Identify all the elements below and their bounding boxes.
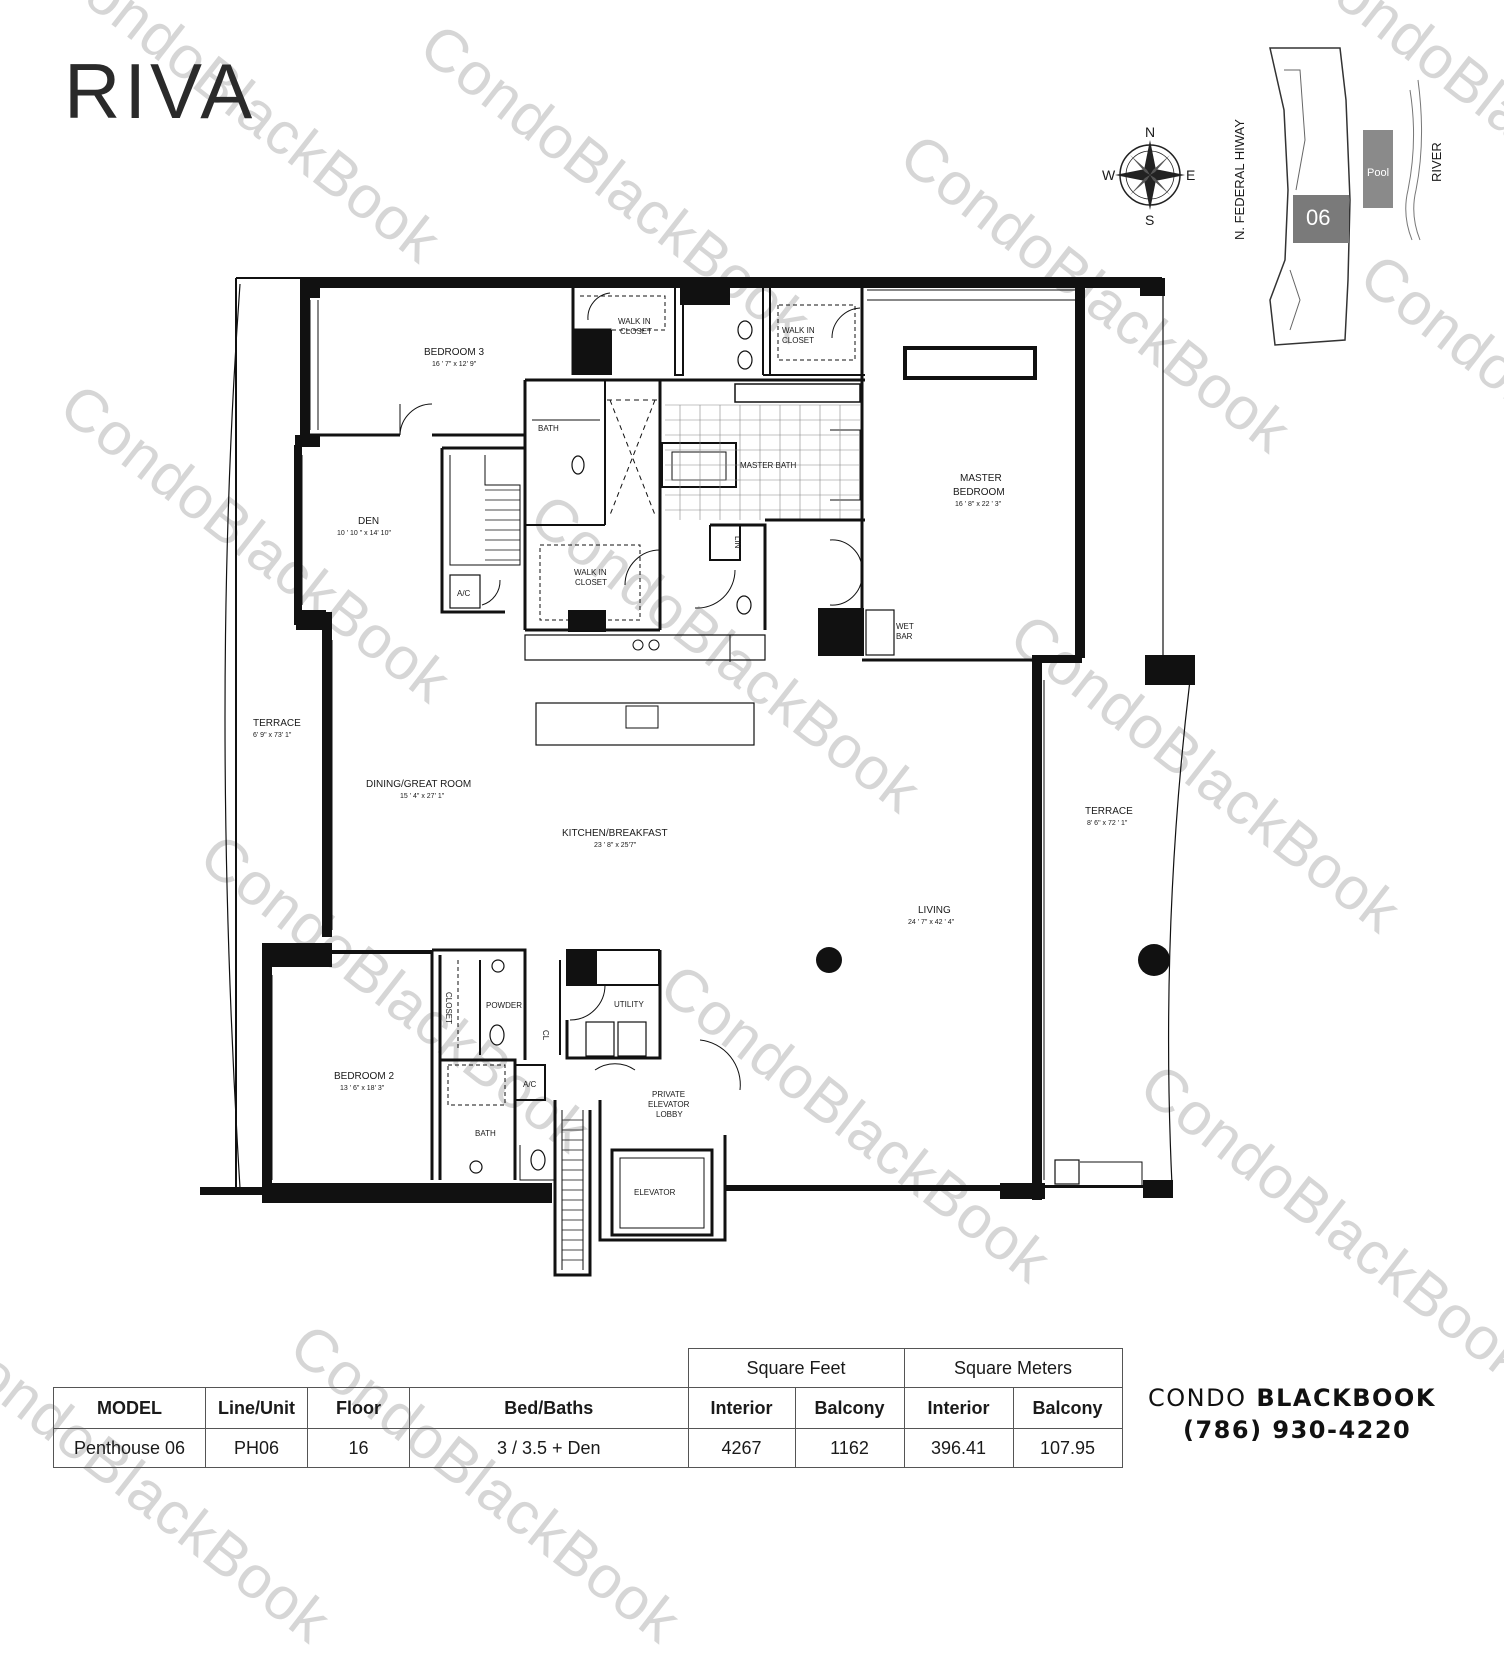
header-sqft-balcony: Balcony bbox=[794, 1387, 905, 1429]
header-sqm-interior: Interior bbox=[903, 1387, 1014, 1429]
lin-name: LIN bbox=[733, 536, 742, 549]
compass-w: W bbox=[1102, 167, 1116, 183]
lobby-name: PRIVATE bbox=[652, 1090, 685, 1099]
lobby-name2: ELEVATOR bbox=[648, 1100, 690, 1109]
pool-block bbox=[1363, 130, 1393, 208]
wetbar-name2: BAR bbox=[896, 632, 913, 641]
ac2-name: A/C bbox=[523, 1080, 537, 1089]
kitchen-name: KITCHEN/BREAKFAST bbox=[562, 828, 668, 839]
master-name2: BEDROOM bbox=[953, 487, 1005, 498]
walkin3-name: WALK IN bbox=[574, 568, 607, 577]
keyplan-pool: Pool bbox=[1367, 167, 1389, 179]
bath2-name: BATH bbox=[475, 1129, 496, 1138]
cl-name: CL bbox=[541, 1030, 550, 1041]
terrace-w-dims: 6' 9" x 73' 1" bbox=[253, 732, 292, 739]
cell-floor: 16 bbox=[307, 1428, 410, 1468]
cell-bed-baths: 3 / 3.5 + Den bbox=[409, 1428, 689, 1468]
bath3-name: BATH bbox=[538, 424, 559, 433]
bedroom2-name: BEDROOM 2 bbox=[334, 1071, 394, 1082]
master-dims: 16 ' 8" x 22 ' 3" bbox=[955, 501, 1002, 508]
riva-logo: RIVA bbox=[64, 52, 256, 130]
masterbath-name: MASTER BATH bbox=[740, 461, 797, 470]
master-name: MASTER bbox=[960, 473, 1002, 484]
dining-name: DINING/GREAT ROOM bbox=[366, 779, 471, 790]
keyplan-river: RIVER bbox=[1429, 142, 1444, 182]
keyplan-road: N. FEDERAL HIWAY bbox=[1232, 119, 1247, 240]
compass-n: N bbox=[1145, 124, 1155, 140]
brand-phone[interactable]: (786) 930-4220 bbox=[1183, 1416, 1412, 1444]
living-dims: 24 ' 7" x 42 ' 4" bbox=[908, 919, 955, 926]
walkin3-name2: CLOSET bbox=[575, 578, 607, 587]
bedroom2-dims: 13 ' 6" x 18' 3" bbox=[340, 1085, 385, 1092]
walkin1-name2: CLOSET bbox=[620, 327, 652, 336]
header-sqm-balcony: Balcony bbox=[1012, 1387, 1123, 1429]
utility-name: UTILITY bbox=[614, 1000, 644, 1009]
ac1-name: A/C bbox=[457, 589, 471, 598]
elevator-name: ELEVATOR bbox=[634, 1188, 676, 1197]
powder-name: POWDER bbox=[486, 1001, 522, 1010]
logo-text: RIVA bbox=[64, 47, 257, 135]
compass-rose-icon: N S E W bbox=[1102, 124, 1195, 228]
header-floor: Floor bbox=[307, 1387, 410, 1429]
floor-plan bbox=[200, 277, 1195, 1277]
lobby-name3: LOBBY bbox=[656, 1110, 683, 1119]
wetbar-name: WET bbox=[896, 622, 914, 631]
kitchen-dims: 23 ' 8" x 25'7" bbox=[594, 842, 637, 849]
key-plan: 06 Pool RIVER N. FEDERAL HIWAY bbox=[1232, 47, 1444, 346]
bedroom3-name: BEDROOM 3 bbox=[424, 347, 484, 358]
dining-dims: 15 ' 4" x 27' 1" bbox=[400, 793, 445, 800]
cell-model: Penthouse 06 bbox=[53, 1428, 206, 1468]
bedroom3-dims: 16 ' 7" x 12' 9" bbox=[432, 361, 477, 368]
walkin2-name: WALK IN bbox=[782, 326, 815, 335]
den-dims: 10 ' 10 " x 14' 10" bbox=[337, 530, 391, 537]
header-bed-baths: Bed/Baths bbox=[409, 1387, 689, 1429]
header-model: MODEL bbox=[53, 1387, 206, 1429]
header-sqft-interior: Interior bbox=[687, 1387, 796, 1429]
unit-highlight bbox=[1293, 195, 1349, 243]
terrace-e-dims: 8' 6" x 72 ' 1" bbox=[1087, 820, 1128, 827]
walkin2-name2: CLOSET bbox=[782, 336, 814, 345]
terrace-e-name: TERRACE bbox=[1085, 806, 1133, 817]
cell-line-unit: PH06 bbox=[205, 1428, 308, 1468]
cell-sqm-interior: 396.41 bbox=[903, 1428, 1014, 1468]
unit-spec-table: Square Feet Square Meters MODEL Line/Uni… bbox=[53, 1348, 1123, 1468]
compass-e: E bbox=[1186, 167, 1195, 183]
header-line-unit: Line/Unit bbox=[205, 1387, 308, 1429]
group-sqm: Square Meters bbox=[903, 1348, 1123, 1388]
brand-name-light: CONDO bbox=[1148, 1384, 1247, 1412]
cell-sqft-interior: 4267 bbox=[687, 1428, 796, 1468]
closet-name: CLOSET bbox=[444, 992, 453, 1024]
brand-name-bold: BLACKBOOK bbox=[1256, 1384, 1436, 1412]
cell-sqm-balcony: 107.95 bbox=[1012, 1428, 1123, 1468]
brand-name: CONDO BLACKBOOK bbox=[1148, 1384, 1436, 1412]
terrace-w-name: TERRACE bbox=[253, 718, 301, 729]
cell-sqft-balcony: 1162 bbox=[794, 1428, 905, 1468]
den-name: DEN bbox=[358, 516, 379, 527]
walkin1-name: WALK IN bbox=[618, 317, 651, 326]
living-name: LIVING bbox=[918, 905, 951, 916]
keyplan-unit: 06 bbox=[1306, 205, 1330, 230]
compass-s: S bbox=[1145, 212, 1154, 228]
group-sqft: Square Feet bbox=[687, 1348, 905, 1388]
